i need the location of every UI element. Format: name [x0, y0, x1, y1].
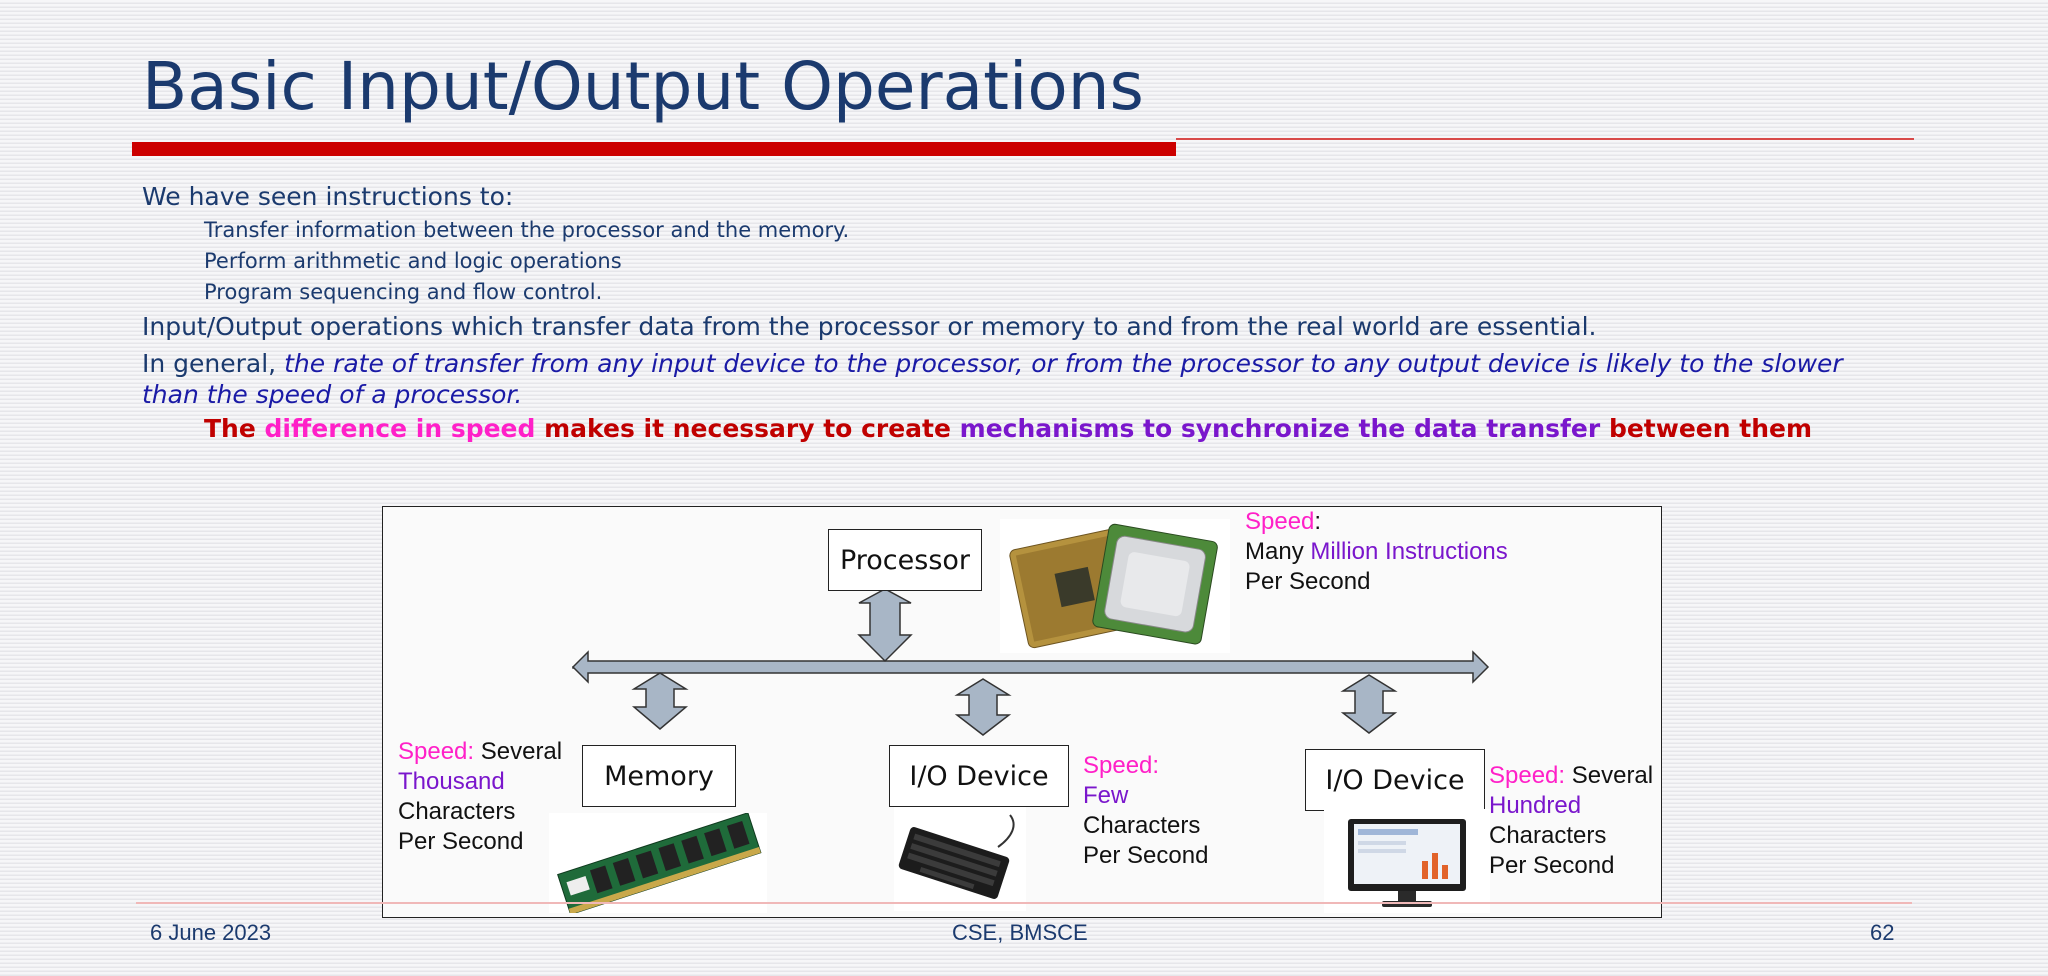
sync-part-1: The — [204, 414, 265, 443]
io-diagram: Processor Memory I/O Device I/O Device — [382, 506, 1662, 918]
processor-bus-arrow — [857, 588, 913, 663]
title-underline-thin — [1176, 138, 1914, 140]
bullet-intro: We have seen instructions to: — [142, 182, 514, 211]
bus — [571, 650, 1490, 684]
monitor-image — [1324, 809, 1490, 913]
processor-speed-mips: Million Instructions — [1310, 538, 1508, 565]
memory-label: Memory — [604, 760, 714, 792]
processor-speed-per-second: Per Second — [1245, 568, 1371, 595]
sync-part-5: between them — [1600, 414, 1813, 443]
sub-bullet-1: Transfer information between the process… — [204, 218, 850, 242]
io1-speed: Speed: Few Characters Per Second — [1083, 751, 1208, 871]
bullet-general: In general, the rate of transfer from an… — [142, 348, 1902, 410]
io2-speed-characters: Characters — [1489, 822, 1607, 849]
memory-speed-characters: Characters — [398, 798, 516, 825]
io1-speed-characters: Characters — [1083, 812, 1201, 839]
bullet-io: Input/Output operations which transfer d… — [142, 312, 1597, 341]
footer-page-number: 62 — [1870, 920, 1895, 945]
bus-arrows — [571, 588, 1490, 736]
sub-bullet-2: Perform arithmetic and logic operations — [204, 249, 622, 273]
memory-speed-thousand: Thousand — [398, 768, 505, 795]
io1-speed-few: Few — [1083, 782, 1129, 809]
general-prefix: In general, — [142, 349, 285, 378]
title-underline-thick — [132, 142, 1176, 156]
io1-label: I/O Device — [909, 760, 1049, 792]
processor-speed-colon: : — [1314, 508, 1322, 535]
footer-divider — [136, 902, 1912, 904]
sync-statement: The difference in speed makes it necessa… — [204, 414, 1812, 443]
io1-speed-word: Speed: — [1083, 752, 1160, 779]
processor-box: Processor — [828, 529, 982, 591]
io-device-box-2: I/O Device — [1305, 749, 1485, 811]
io2-label: I/O Device — [1325, 764, 1465, 796]
processor-speed-many: Many — [1245, 538, 1311, 565]
io2-speed-per-second: Per Second — [1489, 852, 1615, 879]
io2-bus-arrow — [1340, 674, 1398, 734]
footer-date: 6 June 2023 — [150, 920, 272, 945]
general-italic: the rate of transfer from any input devi… — [142, 349, 1843, 409]
io1-bus-arrow — [954, 678, 1012, 736]
memory-speed-word: Speed: — [398, 738, 481, 765]
io1-speed-per-second: Per Second — [1083, 842, 1209, 869]
sync-part-3: makes it necessary to create — [535, 414, 960, 443]
io2-speed-word: Speed: — [1489, 762, 1572, 789]
sync-part-2: difference in speed — [264, 414, 536, 443]
sync-part-4: mechanisms to synchronize the data trans… — [959, 414, 1601, 443]
memory-box: Memory — [582, 745, 736, 807]
processor-speed: Speed: Many Million Instructions Per Sec… — [1245, 507, 1508, 597]
memory-speed: Speed: Several Thousand Characters Per S… — [398, 737, 562, 857]
sub-bullet-3: Program sequencing and flow control. — [204, 280, 603, 304]
slide-title: Basic Input/Output Operations — [142, 48, 1144, 125]
io2-speed: Speed: Several Hundred Characters Per Se… — [1489, 761, 1653, 881]
cpu-chips-image — [1000, 519, 1230, 653]
memory-speed-several: Several — [480, 738, 563, 765]
footer-center: CSE, BMSCE — [952, 920, 1088, 945]
ram-stick-image — [549, 812, 767, 916]
io2-speed-several: Several — [1571, 762, 1654, 789]
keyboard-image — [894, 807, 1026, 911]
io2-speed-hundred: Hundred — [1489, 792, 1582, 819]
memory-bus-arrow — [631, 672, 689, 730]
processor-speed-word: Speed — [1245, 508, 1315, 535]
memory-speed-per-second: Per Second — [398, 828, 524, 855]
io-device-box-1: I/O Device — [889, 745, 1069, 807]
processor-label: Processor — [839, 544, 971, 576]
